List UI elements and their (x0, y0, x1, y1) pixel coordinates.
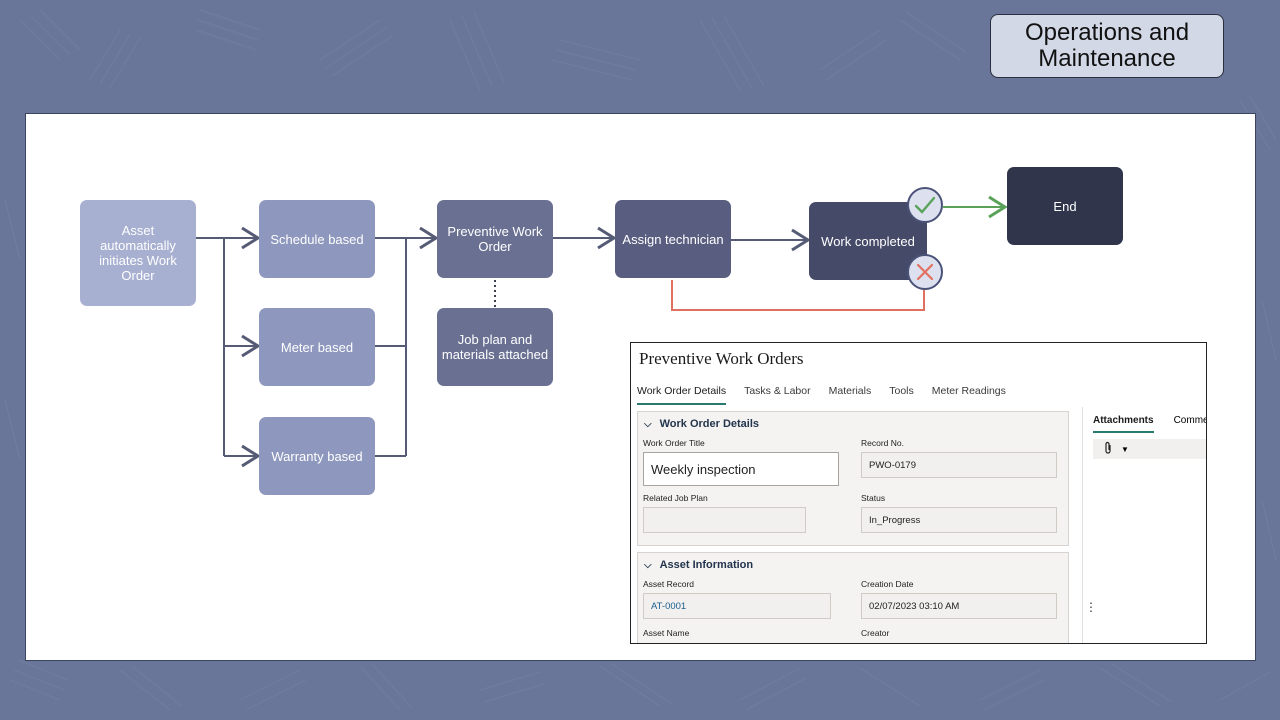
node-assign-technician: Assign technician (615, 200, 731, 278)
status-field: In_Progress (861, 507, 1057, 533)
section-toggle-work-order-details[interactable]: ⌵ Work Order Details (644, 418, 759, 430)
section-work-order-details: ⌵ Work Order Details Work Order Title We… (637, 411, 1069, 546)
tab-work-order-details[interactable]: Work Order Details (637, 385, 727, 405)
asset-record-label: Asset Record (643, 579, 695, 589)
paperclip-icon[interactable] (1103, 441, 1113, 458)
vertical-ellipsis-icon[interactable]: ⋮ (1085, 600, 1097, 614)
node-end: End (1007, 167, 1123, 245)
diagram-canvas: Asset automatically initiates Work Order… (25, 113, 1256, 661)
node-asset-initiates: Asset automatically initiates Work Order (80, 200, 196, 306)
wo-title-input[interactable]: Weekly inspection (643, 452, 839, 486)
tab-materials[interactable]: Materials (828, 385, 872, 397)
panel-divider (1082, 407, 1083, 643)
x-mark-icon (907, 254, 943, 290)
tab-meter-readings[interactable]: Meter Readings (931, 385, 1006, 397)
tab-tasks-labor[interactable]: Tasks & Labor (744, 385, 811, 397)
section-heading: Asset Information (659, 559, 754, 571)
record-no-field: PWO-0179 (861, 452, 1057, 478)
chevron-down-icon: ⌵ (644, 418, 652, 430)
slide-title: Operations and Maintenance (990, 14, 1224, 78)
node-meter-based: Meter based (259, 308, 375, 386)
section-toggle-asset-information[interactable]: ⌵ Asset Information (644, 559, 753, 571)
tab-comments[interactable]: Comme (1173, 415, 1207, 426)
section-heading: Work Order Details (659, 418, 760, 430)
status-label: Status (861, 493, 886, 503)
related-job-plan-field[interactable] (643, 507, 806, 533)
work-order-tabs: Work Order Details Tasks & Labor Materia… (637, 385, 1024, 405)
node-warranty-based: Warranty based (259, 417, 375, 495)
section-asset-information: ⌵ Asset Information Asset Record AT-0001… (637, 552, 1069, 643)
tab-attachments[interactable]: Attachments (1093, 415, 1154, 433)
asset-name-label: Asset Name (643, 628, 690, 638)
work-order-panel: Preventive Work Orders Work Order Detail… (630, 342, 1207, 644)
check-mark-icon (907, 187, 943, 223)
creation-date-field: 02/07/2023 03:10 AM (861, 593, 1057, 619)
record-no-label: Record No. (861, 438, 904, 448)
caret-down-icon[interactable]: ▼ (1121, 444, 1129, 454)
work-order-panel-title: Preventive Work Orders (639, 349, 804, 368)
side-tabs: Attachments Comme (1093, 415, 1207, 433)
node-job-plan: Job plan and materials attached (437, 308, 553, 386)
creation-date-label: Creation Date (861, 579, 914, 589)
node-schedule-based: Schedule based (259, 200, 375, 278)
chevron-down-icon: ⌵ (644, 559, 652, 571)
tab-tools[interactable]: Tools (889, 385, 914, 397)
creator-label: Creator (861, 628, 890, 638)
node-preventive-work-order: Preventive Work Order (437, 200, 553, 278)
asset-record-link[interactable]: AT-0001 (643, 593, 831, 619)
connectors (196, 114, 1257, 662)
wo-title-label: Work Order Title (643, 438, 705, 448)
related-job-plan-label: Related Job Plan (643, 493, 708, 503)
attachment-toolbar: ▼ (1093, 439, 1206, 459)
